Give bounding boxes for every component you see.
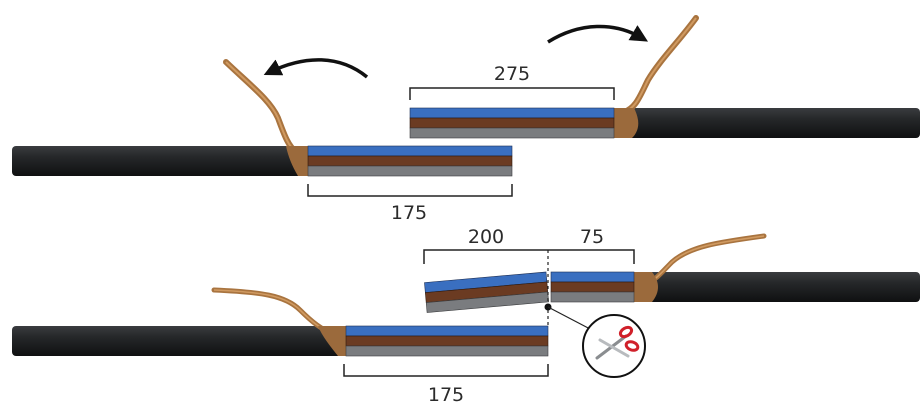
dimension-label-75: 75 (580, 226, 604, 248)
shield-fan (286, 146, 310, 176)
layer-blue (307, 145, 513, 157)
layer-stack-cut-off (424, 271, 549, 313)
layer-blue (550, 271, 635, 283)
shield-fan (614, 108, 639, 138)
dimension-bracket (343, 364, 549, 377)
layer-stack (307, 145, 513, 177)
shield-fan (632, 272, 658, 302)
bottom-left-cable-assembly: 175 (12, 287, 549, 406)
layer-brown (307, 155, 513, 167)
dimension-bracket-75 (548, 249, 635, 264)
shield-wire-highlight (225, 61, 297, 153)
layer-stack-kept (550, 271, 635, 303)
layer-grey (550, 291, 635, 303)
dimension-label-175-top: 175 (391, 202, 427, 224)
bottom-right-cable-assembly: 200 75 (423, 226, 920, 378)
dimension-label-200: 200 (468, 226, 504, 248)
curved-arrow-icon (547, 24, 649, 44)
scissors-icon (582, 314, 646, 378)
dimension-label-175-bottom: 175 (428, 384, 464, 406)
dimension-bracket (409, 87, 615, 100)
layer-brown (409, 117, 615, 129)
cable-jacket (634, 272, 920, 302)
top-right-cable-assembly: 275 (409, 15, 920, 139)
layer-stack (409, 107, 615, 139)
dimension-bracket-200 (423, 249, 548, 264)
shield-fan (318, 326, 346, 356)
layer-grey (345, 345, 549, 357)
layer-brown (550, 281, 635, 293)
layer-grey (307, 165, 513, 177)
curved-arrow-icon (263, 58, 369, 79)
cable-jacket (12, 146, 304, 176)
cable-jacket (614, 108, 920, 138)
dimension-label-275: 275 (494, 63, 530, 85)
layer-grey (425, 291, 549, 313)
layer-blue (409, 107, 615, 119)
layer-blue (345, 325, 549, 337)
top-left-cable-assembly: 175 (12, 58, 513, 224)
layer-grey (409, 127, 615, 139)
cable-jacket (12, 326, 346, 356)
callout-leader (547, 306, 593, 331)
layer-brown (345, 335, 549, 347)
dimension-bracket (307, 184, 513, 197)
shield-wire-highlight (623, 17, 697, 113)
layer-stack (345, 325, 549, 357)
